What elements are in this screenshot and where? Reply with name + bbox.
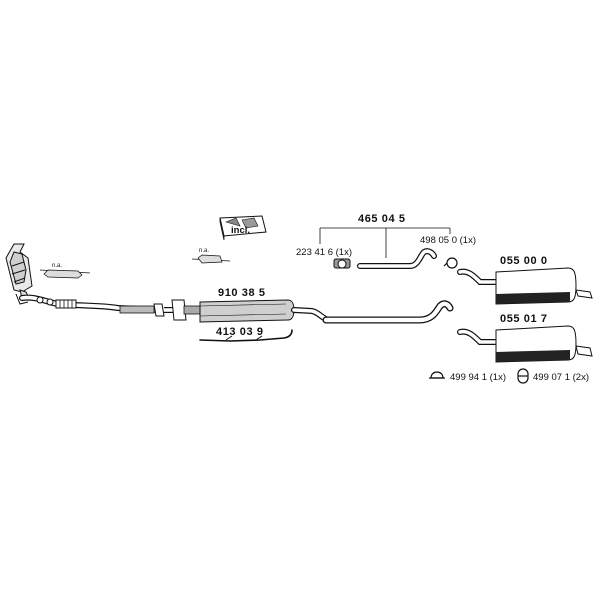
rubber-hanger[interactable]: [517, 368, 529, 384]
tail-pipe[interactable]: [322, 300, 454, 324]
sensor-bracket-note: n.a.: [199, 248, 209, 254]
hardware-kit-box[interactable]: incl.: [219, 215, 267, 241]
catalyst-note: n.a.: [52, 263, 62, 269]
mount-clamp-number: 499 94 1 (1x): [450, 372, 506, 383]
clamp-223[interactable]: [333, 258, 351, 269]
rear-muffler-a-number: 055 00 0: [500, 255, 548, 267]
rear-muffler-a[interactable]: [457, 267, 593, 305]
kit-box-label: incl.: [231, 225, 250, 236]
center-pipe[interactable]: [164, 299, 331, 323]
clamp-498-number: 498 05 0 (1x): [420, 235, 476, 246]
tail-pipe-section[interactable]: [357, 248, 437, 269]
rear-muffler-b[interactable]: [457, 325, 593, 363]
tail-pipe-number: 465 04 5: [358, 213, 406, 225]
center-pipe-number: 910 38 5: [218, 287, 266, 299]
tail-pipe-callout-bracket: [319, 227, 451, 258]
catalyst-sensor-callout: n.a.: [39, 263, 91, 279]
heat-shield-number: 413 03 9: [216, 326, 264, 338]
mount-clamp[interactable]: [429, 371, 445, 379]
clamp-223-number: 223 41 6 (1x): [296, 247, 352, 258]
sensor-bracket[interactable]: n.a.: [191, 248, 231, 264]
rear-muffler-b-number: 055 01 7: [500, 313, 548, 325]
catalytic-converter[interactable]: [5, 243, 33, 305]
front-pipe[interactable]: [19, 294, 165, 317]
clamp-498[interactable]: [443, 257, 458, 269]
rubber-hanger-number: 499 07 1 (2x): [533, 372, 589, 383]
heat-shield[interactable]: [199, 329, 293, 342]
